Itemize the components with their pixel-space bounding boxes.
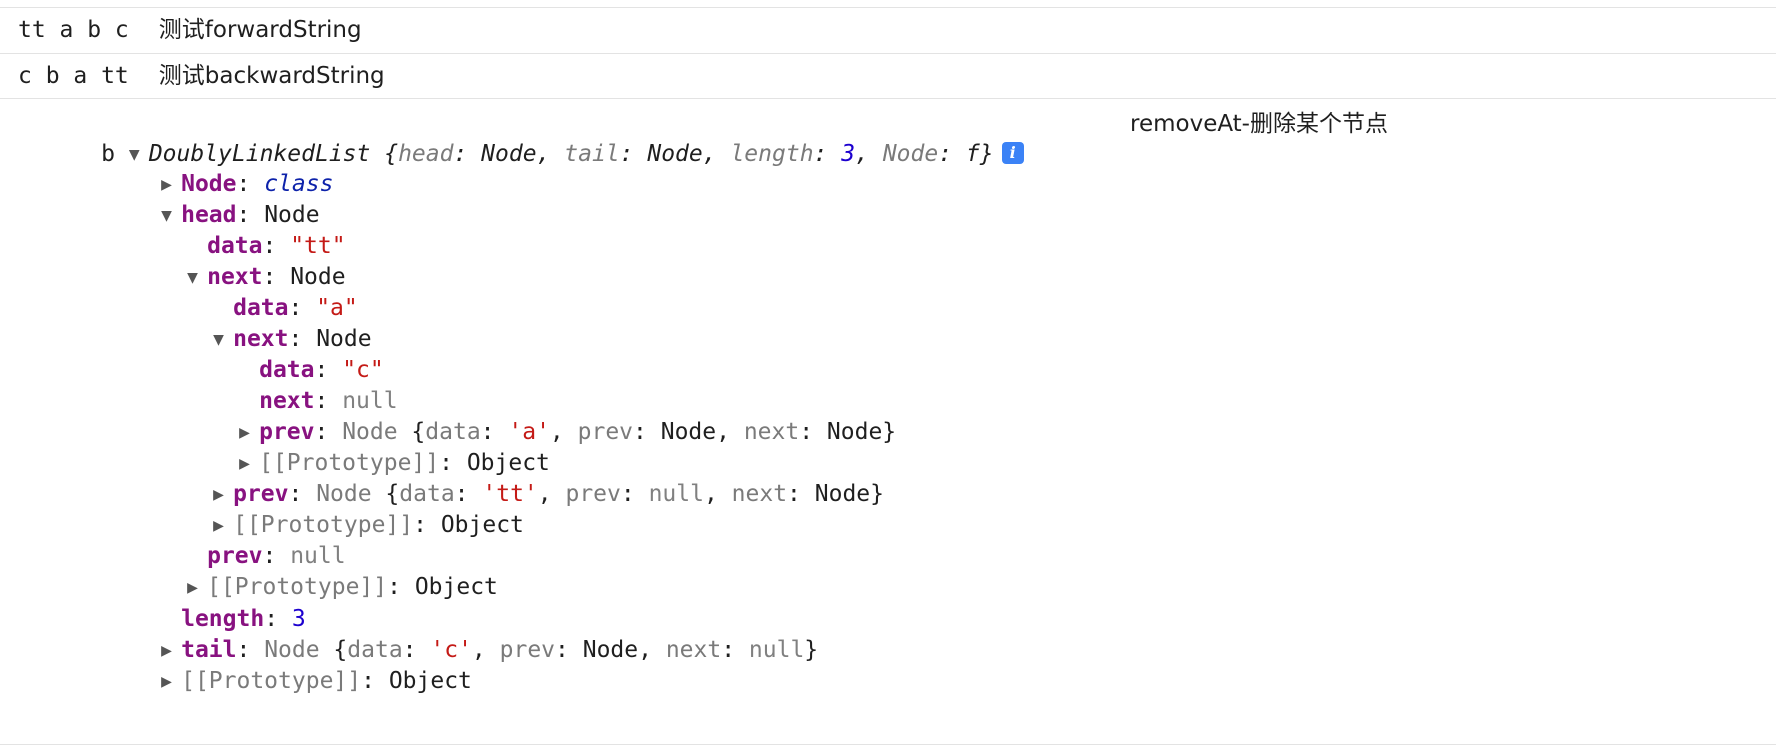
- message-label: 测试forwardString: [158, 17, 362, 43]
- info-icon[interactable]: i: [1001, 142, 1024, 164]
- tree-row-node3-data: data: "c": [259, 357, 384, 383]
- collapsed-triangle-icon[interactable]: ▶: [239, 425, 250, 441]
- tree-row-node-class[interactable]: ▶Node: class: [78, 139, 333, 197]
- message-label: 测试backwardString: [158, 63, 385, 89]
- divider: [0, 7, 1776, 8]
- tree-row-node3-prev[interactable]: ▶prev: Node {data: 'a', prev: Node, next…: [156, 387, 896, 445]
- collapsed-triangle-icon[interactable]: ▶: [161, 643, 172, 659]
- log-label: removeAt-删除某个节点: [1130, 111, 1388, 137]
- object-tree: b ▼ DoublyLinkedList {head: Node, tail: N…: [0, 99, 1776, 745]
- console-message: tt a b c 测试forwardString: [0, 8, 1776, 54]
- expand-triangle-icon[interactable]: ▼: [213, 332, 224, 348]
- console-message: c b a tt 测试backwardString: [0, 54, 1776, 99]
- collapsed-triangle-icon[interactable]: ▶: [161, 674, 172, 690]
- expand-triangle-icon[interactable]: ▼: [187, 270, 198, 286]
- tree-row-node2-next[interactable]: ▼next: Node: [130, 294, 371, 352]
- tree-row-head-prev: prev: null: [207, 543, 346, 569]
- collapsed-triangle-icon[interactable]: ▶: [213, 487, 224, 503]
- class-name: DoublyLinkedList: [148, 141, 371, 167]
- tree-row-length: length: 3: [181, 606, 306, 632]
- tree-row-tail[interactable]: ▶tail: Node {data: 'c', prev: Node, next…: [78, 605, 818, 663]
- expand-triangle-icon[interactable]: ▼: [161, 208, 172, 224]
- collapsed-triangle-icon[interactable]: ▶: [213, 518, 224, 534]
- log-prefix: b: [101, 141, 115, 167]
- tree-row-head[interactable]: ▼head: Node: [78, 170, 319, 228]
- tree-row-head-data: data: "tt": [207, 233, 346, 259]
- tree-row-head-prototype[interactable]: ▶[[Prototype]]: Object: [104, 542, 498, 600]
- tree-row-root-prototype[interactable]: ▶[[Prototype]]: Object: [78, 636, 472, 694]
- message-values: tt a b c: [18, 17, 129, 43]
- tree-row-node3-next: next: null: [259, 388, 398, 414]
- tree-row-head-next[interactable]: ▼next: Node: [104, 232, 345, 290]
- object-summary: DoublyLinkedList {head: Node, tail: Node…: [148, 141, 994, 167]
- collapsed-triangle-icon[interactable]: ▶: [161, 177, 172, 193]
- collapsed-triangle-icon[interactable]: ▶: [187, 580, 198, 596]
- collapsed-triangle-icon[interactable]: ▶: [239, 456, 250, 472]
- tree-row-node2-data: data: "a": [233, 295, 358, 321]
- expand-triangle-icon[interactable]: ▼: [128, 147, 140, 163]
- object-summary-row[interactable]: b ▼ DoublyLinkedList {head: Node, tail: N…: [18, 109, 1758, 167]
- tree-row-node2-prev[interactable]: ▶prev: Node {data: 'tt', prev: null, nex…: [130, 449, 884, 507]
- message-values: c b a tt: [18, 63, 129, 89]
- tree-row-node3-prototype[interactable]: ▶[[Prototype]]: Object: [156, 418, 550, 476]
- tree-row-node2-prototype[interactable]: ▶[[Prototype]]: Object: [130, 480, 524, 538]
